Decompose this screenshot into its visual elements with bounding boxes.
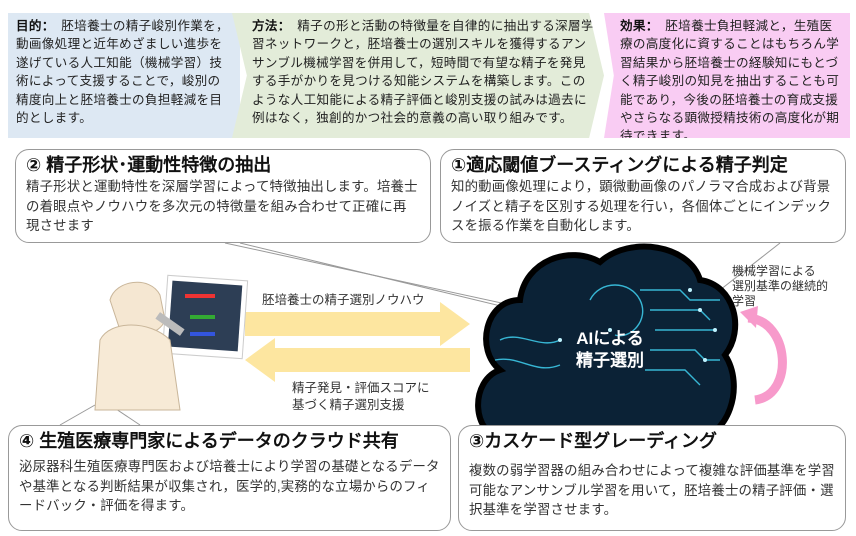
callout-title: ④ 生殖医療専門家によるデータのクラウド共有 xyxy=(19,431,399,451)
pointer-line xyxy=(59,404,96,426)
callout-text: 複数の弱学習器の組み合わせによって複雑な評価基準を学習可能なアンサンブル学習を用… xyxy=(469,463,835,517)
arrow-left xyxy=(245,338,470,382)
callout-cloud-sharing: ④ 生殖医療専門家によるデータのクラウド共有泌尿器科生殖医療専門医および培養士に… xyxy=(8,425,451,531)
callout-title: ①適応閾値ブースティングによる精子判定 xyxy=(451,155,788,175)
callout-text: 泌尿器科生殖医療専門医および培養士により学習の基礎となるデータや基準となる判断結… xyxy=(19,459,440,513)
purpose-panel: 目的： 胚培養士の精子峻別作業を，動画像処理と近年めざましい進歩を遂げている人工… xyxy=(8,13,240,138)
callout-title: ③カスケード型グレーディング xyxy=(469,431,717,451)
cloud-label: AIによる精子選別 xyxy=(565,328,655,372)
loop-note-line2: 選別基準の継続的 xyxy=(732,279,829,293)
loop-note-line1: 機械学習による xyxy=(732,264,816,278)
purpose-text: 胚培養士の精子峻別作業を，動画像処理と近年めざましい進歩を遂げている人工知能（機… xyxy=(16,19,229,126)
effect-text: 胚培養士負担軽減と，生殖医療の高度化に資することはもちろん学習結果から胚培養士の… xyxy=(620,19,840,144)
method-text: 精子の形と活動の特徴量を自律的に抽出する深層学習ネットワークと，胚培養士の選別ス… xyxy=(252,19,594,126)
knowhow-label: 胚培養士の精子選別ノウハウ xyxy=(262,293,425,307)
embryologist-illustration-icon xyxy=(94,274,249,411)
cloud-label-line2: 精子選別 xyxy=(576,351,644,370)
effect-label: 効果： xyxy=(620,19,653,33)
method-label: 方法： xyxy=(252,19,285,33)
loop-note-line3: 学習 xyxy=(732,294,757,308)
callout-title: ② 精子形状･運動性特徴の抽出 xyxy=(26,155,272,175)
support-label-line2: 基づく精子選別支援 xyxy=(292,398,405,412)
loop-note: 機械学習による選別基準の継続的学習 xyxy=(732,264,828,309)
arrow-right xyxy=(245,302,470,346)
purpose-label: 目的： xyxy=(16,19,49,33)
callout-feature-extraction: ② 精子形状･運動性特徴の抽出精子形状と運動特性を深層学習によって特徴抽出します… xyxy=(15,149,431,243)
method-panel: 方法： 精子の形と活動の特徴量を自律的に抽出する深層学習ネットワークと，胚培養士… xyxy=(232,13,604,138)
support-label-line1: 精子発見・評価スコアに xyxy=(292,381,430,395)
pointer-line xyxy=(719,242,781,291)
callout-cascade-grading: ③カスケード型グレーディング複数の弱学習器の組み合わせによって複雑な評価基準を学… xyxy=(458,425,846,531)
cloud-label-line1: AIによる xyxy=(576,329,644,348)
effect-panel: 効果： 胚培養士負担軽減と，生殖医療の高度化に資することはもちろん学習結果から胚… xyxy=(604,13,850,138)
callout-sperm-judgement: ①適応閾値ブースティングによる精子判定知的動画像処理により，顕微動画像のパノラマ… xyxy=(440,149,846,243)
loop-arrowhead xyxy=(740,306,758,328)
ai-cloud-icon xyxy=(475,243,739,443)
callout-text: 精子形状と運動特性を深層学習によって特徴抽出します。培養士の着眼点やノウハウを多… xyxy=(26,179,418,233)
callout-text: 知的動画像処理により，顕微動画像のパノラマ合成および背景ノイズと精子を区別する処… xyxy=(451,179,832,233)
loop-arrow xyxy=(747,313,787,405)
